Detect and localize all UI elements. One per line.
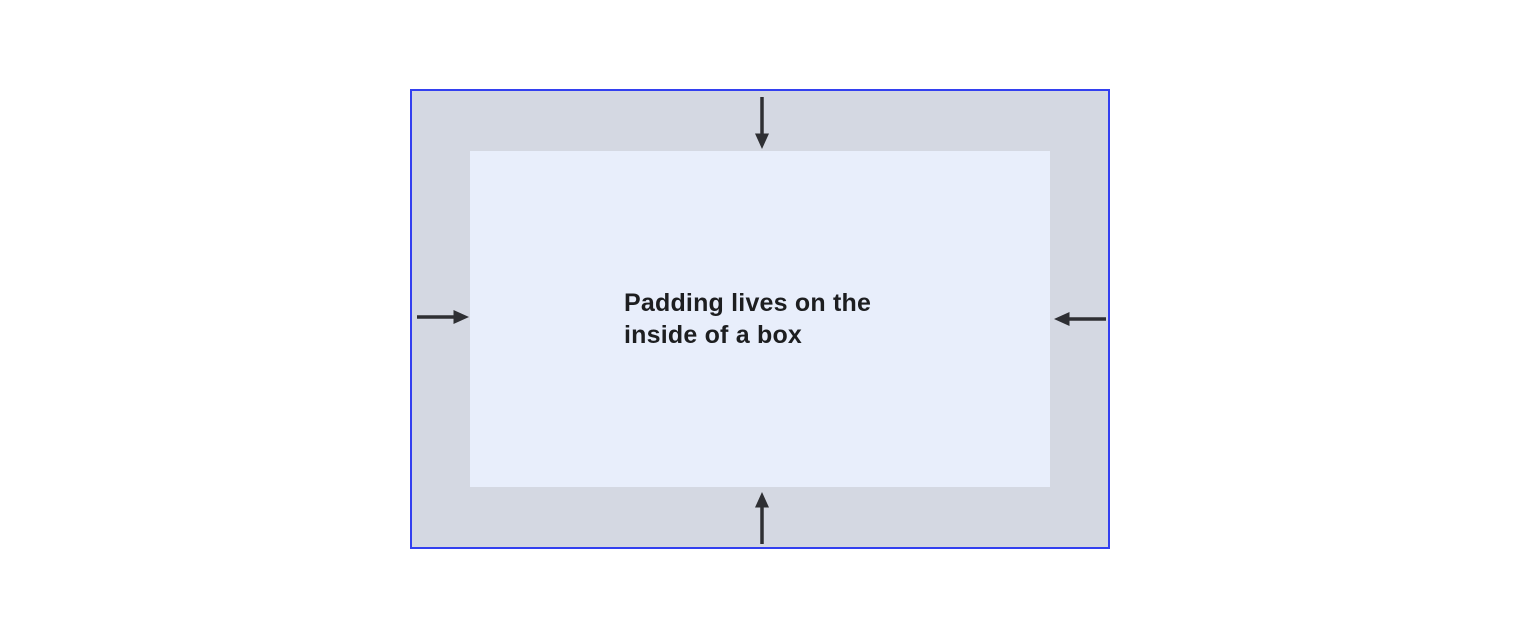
content-label-line-2: inside of a box <box>624 321 803 349</box>
down-arrow-icon <box>753 97 771 149</box>
right-arrow-icon <box>417 308 469 326</box>
content-box: Padding lives on the inside of a box <box>470 151 1050 487</box>
up-arrow-icon <box>753 492 771 544</box>
content-label: Padding lives on the inside of a box <box>624 287 896 351</box>
content-label-line-1: Padding lives on the <box>624 289 872 317</box>
padding-box: Padding lives on the inside of a box <box>410 89 1110 549</box>
left-arrow-icon <box>1054 310 1106 328</box>
